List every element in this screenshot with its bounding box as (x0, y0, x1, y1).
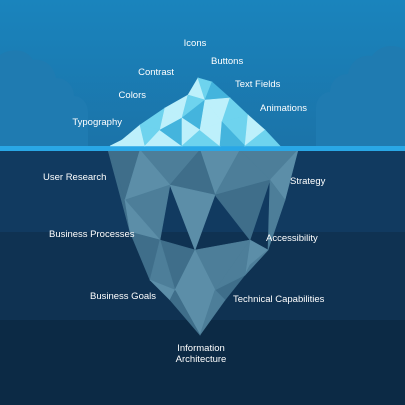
label-business-processes: Business Processes (49, 229, 135, 240)
label-user-research: User Research (43, 172, 107, 183)
label-information-architecture: Information Architecture (175, 343, 227, 365)
underwater-facet (267, 179, 286, 251)
label-contrast: Contrast (138, 67, 174, 78)
iceberg-tip (109, 77, 281, 147)
label-text-fields: Text Fields (235, 79, 281, 90)
label-business-goals: Business Goals (90, 291, 157, 302)
ice-facet (109, 139, 146, 147)
underwater-facet (169, 289, 201, 336)
underwater-facet (169, 184, 216, 251)
label-strategy: Strategy (290, 176, 326, 187)
underwater-facet (214, 239, 251, 291)
iceberg-underwater (107, 149, 299, 336)
label-icons: Icons (183, 38, 207, 49)
underwater-facet (174, 249, 216, 291)
label-buttons: Buttons (211, 56, 244, 67)
underwater-facet (199, 289, 226, 336)
underwater-facet (244, 249, 269, 276)
clouds (0, 46, 405, 150)
ice-facet (244, 129, 281, 147)
water-band-3 (0, 320, 405, 405)
label-accessibility: Accessibility (266, 233, 318, 244)
label-typography: Typography (72, 117, 122, 128)
underwater-facet (214, 179, 271, 241)
label-technical-capabilities: Technical Capabilities (233, 294, 325, 305)
label-animations: Animations (260, 103, 307, 114)
ice-facet (219, 121, 246, 147)
label-colors: Colors (118, 90, 146, 101)
waterline (0, 146, 405, 151)
